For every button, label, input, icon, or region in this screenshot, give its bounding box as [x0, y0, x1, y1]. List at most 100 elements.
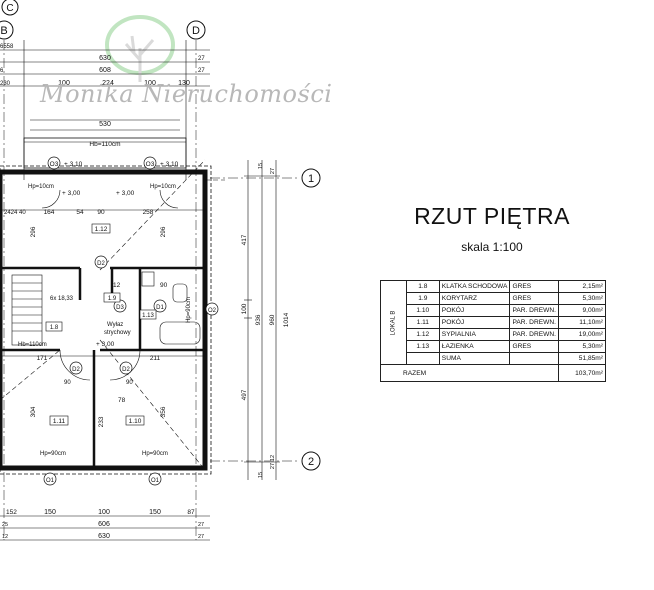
window-o3-right: O3: [143, 156, 157, 170]
svg-text:27: 27: [198, 56, 205, 62]
svg-text:960: 960: [269, 314, 276, 325]
drawing-scale: skala 1:100: [461, 240, 523, 254]
watermark-text: Monika Nieruchomości: [40, 80, 333, 108]
svg-text:D2: D2: [97, 261, 105, 267]
svg-text:530: 530: [99, 121, 111, 128]
room-label-1-12: 1.12: [91, 223, 111, 234]
svg-text:296: 296: [160, 226, 167, 237]
svg-text:12: 12: [270, 455, 276, 461]
staircase: [11, 274, 43, 346]
sum-row: SUMA 51,85m²: [381, 352, 606, 365]
svg-text:1.12: 1.12: [95, 226, 108, 233]
axis-marker-2: 2: [301, 451, 321, 471]
svg-text:O3: O3: [146, 161, 155, 168]
room-label-1-13: 1.13: [139, 309, 157, 320]
table-row: 1.9 KORYTARZ GRES 5,30m²: [381, 292, 606, 305]
table-row: 1.13 ŁAZIENKA GRES 5,30m²: [381, 340, 606, 353]
svg-text:Hp=90cm: Hp=90cm: [40, 451, 66, 457]
svg-text:100: 100: [58, 80, 70, 87]
svg-text:25: 25: [2, 522, 8, 528]
svg-text:497: 497: [241, 389, 248, 400]
svg-text:D2: D2: [122, 367, 130, 373]
svg-text:+ 3,10: + 3,10: [160, 161, 179, 168]
lokal-label: LOKAL B: [380, 280, 407, 365]
room-label-1-8: 1.8: [45, 321, 63, 332]
svg-text:87: 87: [187, 509, 195, 516]
svg-text:606: 606: [98, 521, 110, 528]
svg-text:+ 3,10: + 3,10: [64, 161, 83, 168]
window-o1-left: O1: [43, 472, 57, 486]
svg-text:+ 3,00: + 3,00: [62, 190, 81, 197]
svg-text:12: 12: [2, 534, 8, 540]
svg-text:O3: O3: [50, 161, 59, 168]
svg-text:D1: D1: [156, 305, 164, 311]
svg-text:417: 417: [241, 234, 248, 245]
svg-text:100: 100: [98, 509, 110, 516]
svg-text:1.11: 1.11: [53, 418, 66, 425]
table-row: 1.10 POKÓJ PAR. DREWN. 9,00m²: [381, 304, 606, 317]
svg-text:D3: D3: [116, 305, 124, 311]
svg-text:27: 27: [198, 68, 205, 74]
svg-text:6x 18,33: 6x 18,33: [50, 296, 74, 302]
svg-text:54: 54: [76, 209, 84, 216]
grid-axis-lines: [3, 40, 300, 540]
axis-marker-c: C: [1, 0, 19, 16]
balcony: [23, 137, 187, 169]
axis-marker-b: B: [0, 20, 14, 40]
svg-text:D: D: [192, 25, 200, 37]
svg-text:15: 15: [258, 472, 264, 478]
svg-text:1.10: 1.10: [129, 418, 142, 425]
axis-marker-1: 1: [301, 168, 321, 188]
svg-text:130: 130: [178, 80, 190, 87]
svg-text:211: 211: [150, 355, 161, 362]
svg-text:100: 100: [241, 303, 248, 314]
svg-text:356: 356: [160, 406, 167, 417]
svg-text:936: 936: [255, 314, 262, 325]
svg-text:90: 90: [126, 380, 133, 386]
svg-text:100: 100: [144, 80, 156, 87]
svg-text:233: 233: [98, 416, 105, 427]
door-d2-right: D2: [119, 361, 133, 375]
svg-text:152: 152: [6, 509, 17, 516]
svg-text:2424 40: 2424 40: [4, 210, 26, 216]
door-d2-top: D2: [94, 255, 108, 269]
window-o3-left: O3: [47, 156, 61, 170]
top-dimensions: [0, 40, 210, 180]
svg-text:224: 224: [102, 80, 114, 87]
svg-text:strychowy: strychowy: [104, 330, 131, 336]
right-dimensions: [244, 160, 280, 480]
svg-text:296: 296: [30, 226, 37, 237]
svg-text:171: 171: [37, 355, 48, 362]
svg-text:630: 630: [99, 55, 111, 62]
svg-text:6: 6: [0, 68, 4, 74]
interior-walls: [0, 266, 205, 470]
exterior-walls: [0, 165, 212, 475]
room-label-1-10: 1.10: [125, 415, 145, 426]
svg-text:608: 608: [99, 67, 111, 74]
svg-text:164: 164: [44, 209, 55, 216]
svg-text:27: 27: [270, 168, 276, 174]
svg-text:27: 27: [270, 463, 276, 469]
window-o2: O2: [205, 302, 219, 316]
axis-marker-d: D: [186, 20, 206, 40]
svg-text:90: 90: [97, 209, 105, 216]
door-d2-left: D2: [69, 361, 83, 375]
svg-text:Hp=90cm: Hp=90cm: [142, 451, 168, 457]
svg-text:12: 12: [113, 282, 121, 289]
svg-text:Hb=110cm: Hb=110cm: [18, 342, 47, 348]
svg-text:90: 90: [160, 282, 168, 289]
tree-logo-icon: [105, 15, 175, 82]
door-d1: D1: [153, 299, 167, 313]
svg-text:O1: O1: [46, 478, 55, 484]
room-label-1-9: 1.9: [103, 292, 121, 303]
svg-text:6558: 6558: [0, 44, 14, 50]
bottom-dimensions: [0, 515, 210, 541]
room-area-table: LOKAL B 1.8 KLATKA SCHODOWA GRES 2,15m² …: [380, 280, 606, 382]
svg-text:27: 27: [198, 522, 204, 528]
svg-text:2: 2: [308, 456, 314, 468]
svg-text:O1: O1: [151, 478, 160, 484]
table-row: 1.12 SYPIALNIA PAR. DREWN. 19,00m²: [381, 328, 606, 341]
svg-text:15: 15: [258, 163, 264, 169]
svg-text:O2: O2: [208, 308, 217, 314]
